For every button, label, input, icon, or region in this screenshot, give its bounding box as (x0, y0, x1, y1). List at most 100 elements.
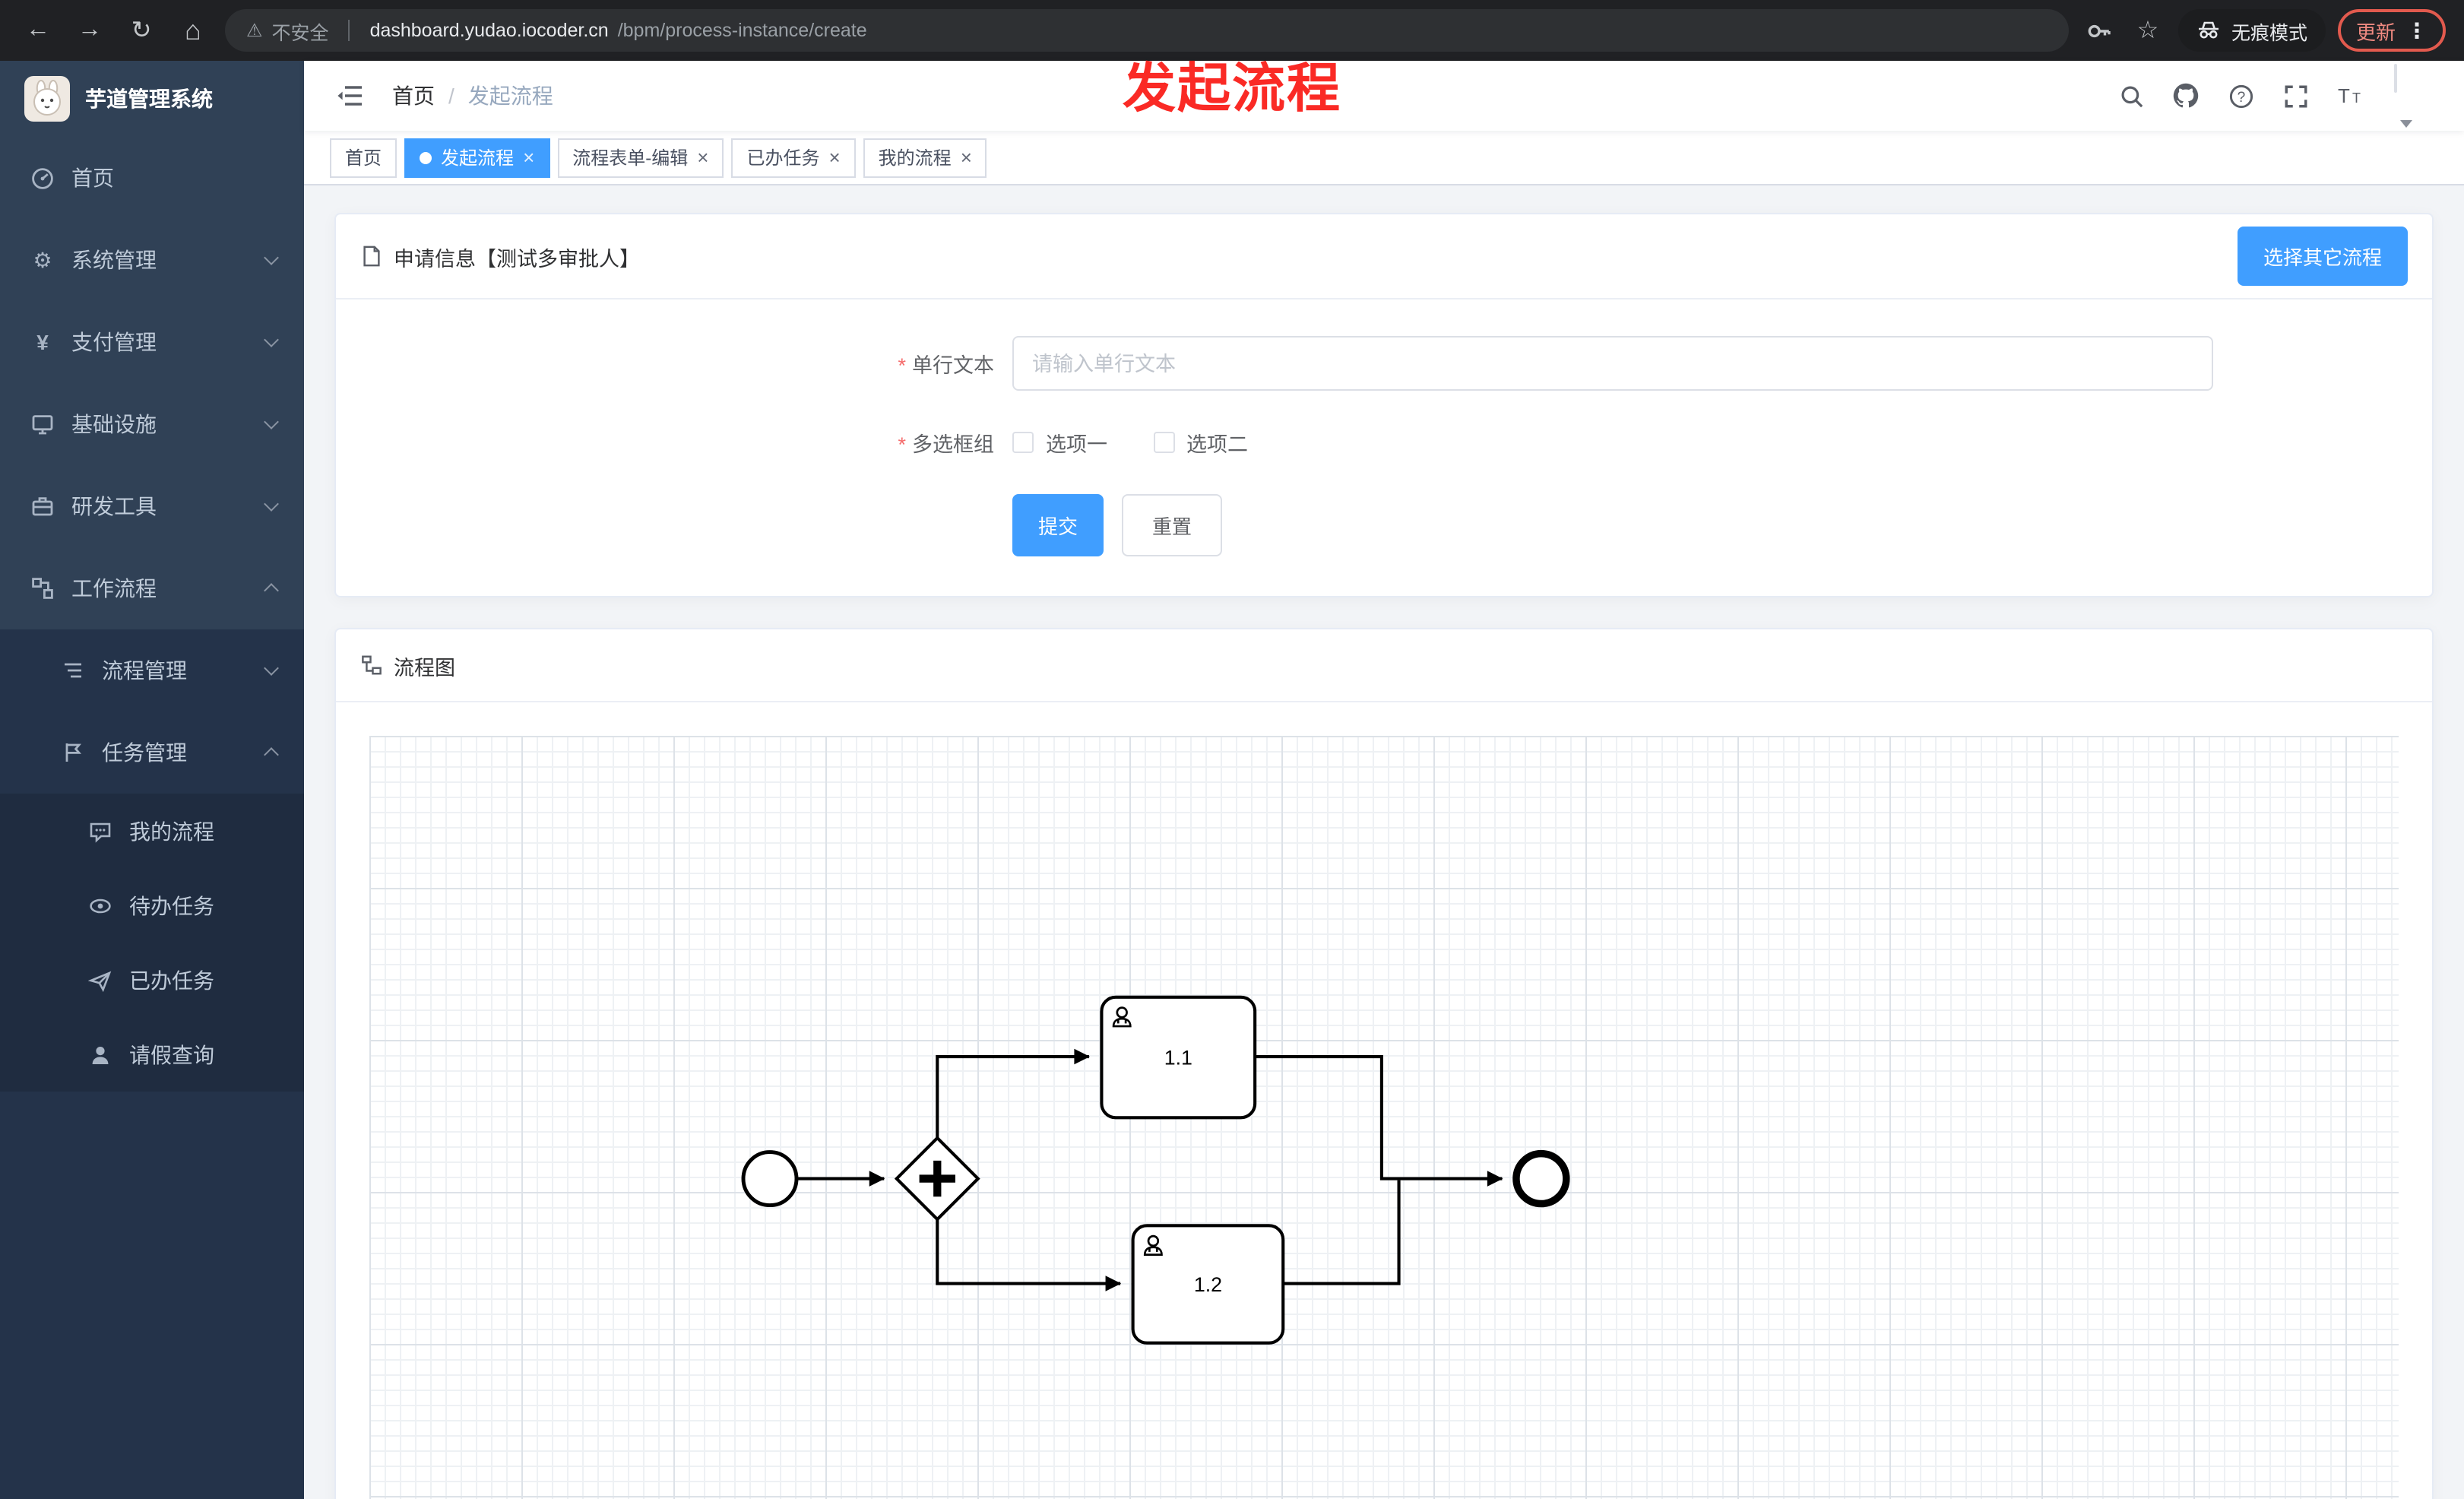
monitor-icon (30, 412, 55, 436)
sidebar-item-infrastructure[interactable]: 基础设施 (0, 383, 304, 465)
kebab-menu-icon[interactable] (2406, 17, 2428, 43)
chevron-down-icon (264, 496, 279, 512)
svg-text:?: ? (2237, 89, 2245, 105)
tab-process-form-edit[interactable]: 流程表单-编辑 (557, 138, 724, 177)
search-icon[interactable] (2108, 73, 2154, 119)
submit-button[interactable]: 提交 (1012, 494, 1104, 556)
tab-my-processes[interactable]: 我的流程 (863, 138, 987, 177)
person-icon (88, 1042, 112, 1066)
field-label: 多选框组 (336, 427, 1012, 458)
sidebar-item-label: 系统管理 (71, 248, 157, 272)
github-icon[interactable] (2163, 73, 2209, 119)
single-line-text-input[interactable] (1012, 336, 2213, 391)
sidebar-item-workflow[interactable]: 工作流程 (0, 547, 304, 629)
sidebar-item-leave-query[interactable]: 请假查询 (0, 1017, 304, 1092)
sidebar-item-payment[interactable]: ¥ 支付管理 (0, 301, 304, 383)
send-icon (88, 968, 112, 992)
sidebar: 芋道管理系统 首页 ⚙ 系统管理 ¥ 支付管理 基础设施 (0, 61, 304, 1499)
app-title: 芋道管理系统 (85, 87, 213, 111)
close-icon[interactable] (697, 147, 708, 167)
page-content: 申请信息【测试多审批人】 选择其它流程 单行文本 多选框组 (304, 185, 2464, 1499)
chevron-down-icon (264, 250, 279, 265)
checkbox-icon[interactable] (1012, 432, 1034, 453)
incognito-badge: 无痕模式 (2177, 9, 2326, 52)
sidebar-item-todo-tasks[interactable]: 待办任务 (0, 868, 304, 943)
tab-done-tasks[interactable]: 已办任务 (731, 138, 856, 177)
main-area: 首页 发起流程 ? (304, 61, 2464, 1499)
bookmark-star-icon[interactable] (2130, 12, 2166, 49)
sidebar-item-done-tasks[interactable]: 已办任务 (0, 943, 304, 1017)
sidebar-item-label: 基础设施 (71, 412, 157, 436)
tab-label: 已办任务 (746, 147, 820, 169)
sidebar-item-my-processes[interactable]: 我的流程 (0, 794, 304, 868)
close-icon[interactable] (523, 147, 534, 167)
chevron-down-icon (264, 332, 279, 347)
tab-label: 首页 (345, 147, 382, 169)
forward-icon[interactable] (70, 11, 109, 50)
user-icon (1112, 1006, 1132, 1028)
sidebar-item-label: 研发工具 (71, 494, 157, 518)
page-header: 首页 发起流程 ? (304, 61, 2464, 131)
user-task-node-1: 1.1 (1100, 995, 1257, 1120)
tab-home[interactable]: 首页 (330, 138, 397, 177)
help-icon[interactable]: ? (2218, 73, 2263, 119)
bpmn-canvas[interactable]: 1.1 1.2 (369, 736, 2399, 1499)
not-secure-icon (246, 20, 263, 41)
checkbox-label: 选项一 (1046, 433, 1107, 456)
reset-button[interactable]: 重置 (1122, 494, 1223, 556)
checkbox-option-1[interactable]: 选项一 (1012, 427, 1107, 458)
sidebar-logo[interactable]: 芋道管理系统 (0, 61, 304, 137)
avatar-caret-icon (2400, 120, 2412, 128)
chevron-up-icon (264, 583, 279, 598)
sidebar-item-label: 我的流程 (129, 819, 214, 843)
sidebar-item-label: 请假查询 (129, 1042, 214, 1066)
sidebar-collapse-icon[interactable] (325, 71, 374, 120)
parallel-gateway-node (894, 1136, 980, 1222)
back-icon[interactable] (18, 11, 58, 50)
close-icon[interactable] (828, 147, 840, 167)
checkbox-option-2[interactable]: 选项二 (1153, 427, 1248, 458)
reload-icon[interactable] (122, 11, 161, 50)
flowchart-icon (360, 654, 383, 677)
list-tree-icon (61, 658, 85, 683)
tab-label: 发起流程 (441, 147, 515, 169)
key-icon[interactable] (2081, 12, 2117, 49)
incognito-icon (2198, 21, 2219, 39)
fullscreen-icon[interactable] (2272, 73, 2318, 119)
breadcrumb: 首页 发起流程 (392, 81, 553, 111)
user-avatar-wrap[interactable] (2394, 64, 2443, 128)
gear-icon: ⚙ (33, 247, 52, 271)
sidebar-item-system[interactable]: ⚙ 系统管理 (0, 219, 304, 301)
sidebar-item-task-management[interactable]: 任务管理 (0, 711, 304, 794)
url-divider (348, 20, 350, 41)
select-other-process-button[interactable]: 选择其它流程 (2237, 227, 2408, 286)
diagram-body: 1.1 1.2 (336, 702, 2432, 1499)
user-task-node-2: 1.2 (1131, 1224, 1285, 1345)
card-title: 申请信息【测试多审批人】 (394, 247, 640, 270)
checkbox-icon[interactable] (1153, 432, 1174, 453)
user-icon (1143, 1234, 1163, 1256)
home-icon[interactable] (173, 11, 213, 50)
tab-label: 流程表单-编辑 (572, 147, 689, 169)
document-icon (360, 245, 383, 268)
sidebar-item-home[interactable]: 首页 (0, 137, 304, 219)
browser-update-button[interactable]: 更新 (2337, 9, 2446, 52)
update-label: 更新 (2355, 21, 2396, 43)
sidebar-item-label: 流程管理 (102, 658, 187, 683)
end-event-node (1512, 1149, 1570, 1208)
active-dot (420, 151, 432, 163)
tab-start-process[interactable]: 发起流程 (404, 138, 550, 177)
url-bar[interactable]: 不安全 dashboard.yudao.iocoder.cn/bpm/proce… (225, 9, 2069, 52)
sequence-flows (798, 1048, 1503, 1291)
close-icon[interactable] (961, 147, 972, 167)
avatar[interactable] (2394, 64, 2397, 93)
sidebar-item-devtools[interactable]: 研发工具 (0, 465, 304, 547)
start-event-node (741, 1150, 799, 1208)
flag-icon (61, 740, 85, 765)
svg-text:T: T (2352, 90, 2361, 106)
sidebar-item-process-management[interactable]: 流程管理 (0, 629, 304, 711)
breadcrumb-home[interactable]: 首页 (392, 84, 435, 108)
form-actions: 提交 重置 (336, 494, 2432, 556)
